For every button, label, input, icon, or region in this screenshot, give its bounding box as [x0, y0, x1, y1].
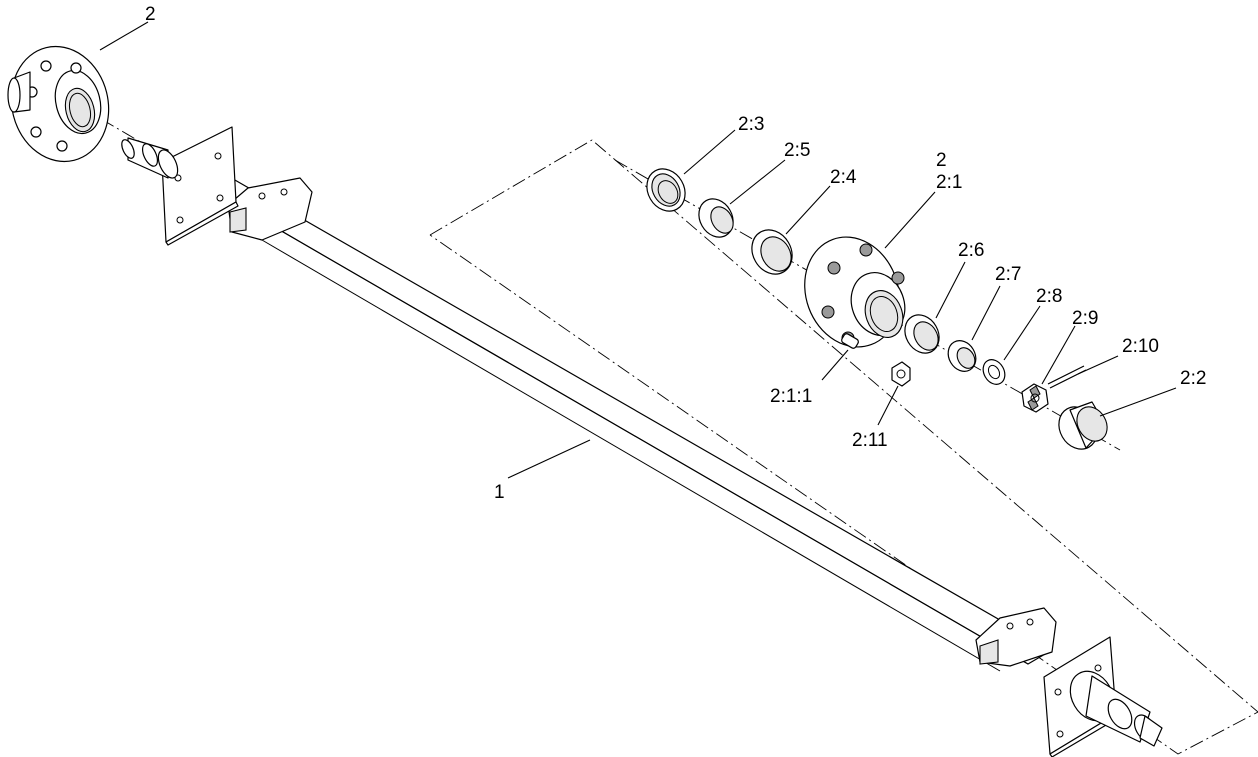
wheel-nut	[891, 361, 911, 387]
right-mount-bracket	[975, 607, 1057, 667]
callout-2-10: 2:10	[1122, 336, 1159, 357]
callout-2-5: 2:5	[784, 140, 810, 161]
left-flange-plate	[161, 126, 239, 246]
callout-2-7: 2:7	[995, 264, 1021, 285]
outer-bearing	[947, 340, 977, 372]
callout-2-2: 2:2	[1180, 368, 1206, 389]
left-spindle	[121, 137, 179, 179]
callout-2-8: 2:8	[1036, 286, 1062, 307]
callout-1-axle: 1	[494, 482, 505, 503]
leader-lines	[99, 21, 1177, 479]
left-wheel-hub	[7, 45, 110, 163]
callout-2-left-hub: 2	[145, 4, 156, 25]
callout-2-3: 2:3	[738, 114, 764, 135]
callout-2-11: 2:11	[852, 430, 888, 451]
left-mount-bracket	[227, 177, 313, 241]
dust-cap	[1058, 401, 1108, 450]
callout-2-hub: 2	[936, 150, 947, 171]
castle-nut	[1021, 383, 1049, 413]
callout-2-9: 2:9	[1072, 308, 1098, 329]
grease-seal	[646, 168, 686, 212]
inner-bearing	[698, 198, 734, 238]
callout-2-1: 2:1	[936, 172, 962, 193]
bearing-cup-inner	[751, 229, 793, 275]
wheel-stud	[841, 333, 859, 349]
callout-2-6: 2:6	[958, 240, 984, 261]
hub-studs	[821, 243, 905, 345]
hub	[804, 236, 906, 348]
callout-2-4: 2:4	[830, 167, 857, 188]
right-spindle	[1069, 670, 1163, 747]
washer	[982, 359, 1006, 385]
bearing-cup-outer	[904, 314, 940, 354]
axle-tube	[183, 158, 1053, 672]
callout-2-1-1: 2:1:1	[770, 386, 812, 407]
callout-labels: 2 2:3 2:5 2:4 2 2:1 2:6 2:7 2:8 2:9 2:10…	[145, 4, 1206, 503]
cotter-pin	[1047, 365, 1087, 389]
